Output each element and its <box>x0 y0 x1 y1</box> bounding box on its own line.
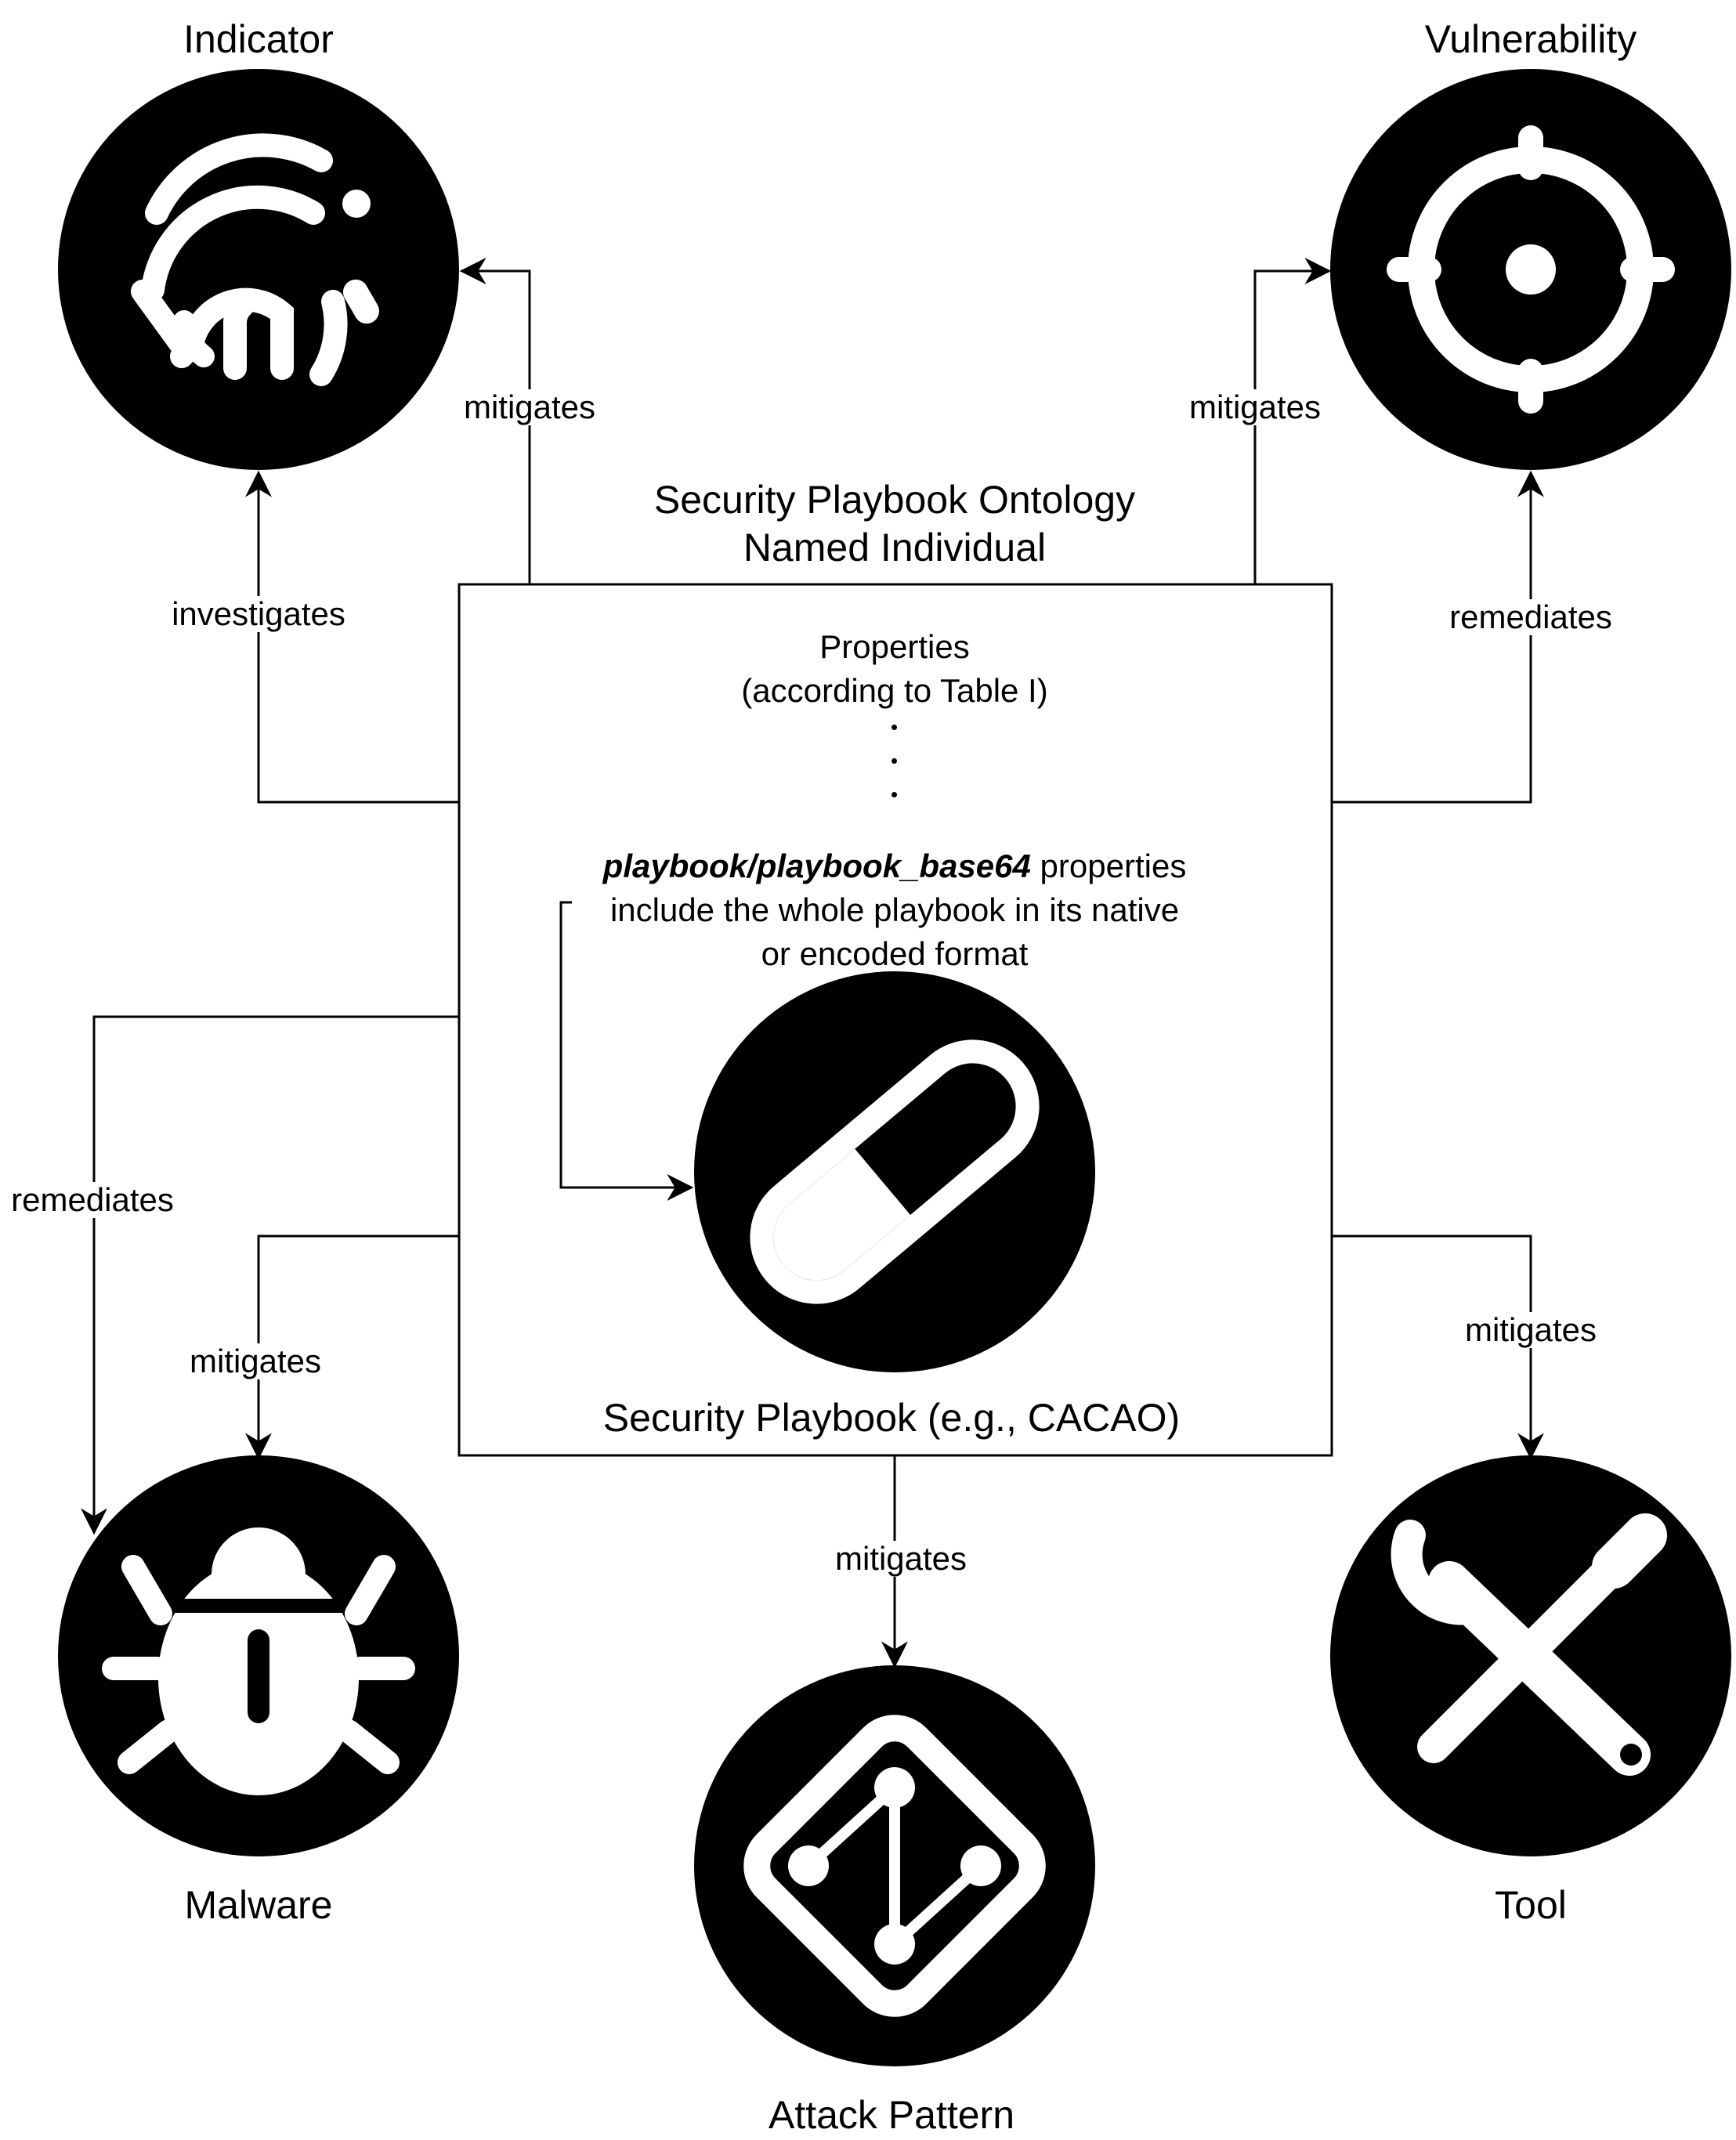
playbook-note: playbook/playbook_base64 properties incl… <box>603 844 1187 976</box>
edge-indicator-mitigates <box>459 258 531 584</box>
edge-self-playbook <box>559 901 694 1201</box>
playbook-note-rest: properties <box>1030 848 1187 884</box>
playbook-label: Security Playbook (e.g., CACAO) <box>602 1396 1181 1440</box>
edge-malware-remediates <box>81 1015 459 1535</box>
capsule-icon <box>750 1039 1040 1304</box>
fingerprint-icon <box>131 133 348 386</box>
edge-vulnerability-remediates <box>1332 470 1544 804</box>
indicator-node <box>58 69 459 470</box>
properties-line2: (according to Table I) <box>741 671 1048 709</box>
attack-pattern-label: Attack Pattern <box>768 2093 1015 2137</box>
bug-icon <box>102 1527 415 1795</box>
malware-node <box>58 1455 459 1856</box>
ontology-title-line1: Security Playbook Ontology <box>653 478 1136 522</box>
ellipsis-dots <box>892 725 898 834</box>
tool-label: Tool <box>1495 1883 1567 1927</box>
edge-tool-mitigates <box>1332 1234 1544 1460</box>
playbook-note-line2: include the whole playbook in its native <box>609 891 1180 928</box>
playbook-property-name: playbook/playbook_base64 <box>602 848 1031 884</box>
edge-label-malware-remediates: remediates <box>6 1182 179 1218</box>
properties-line1: Properties <box>819 628 970 665</box>
edge-label-attack-pattern-mitigates: mitigates <box>830 1541 972 1577</box>
edge-label-malware-mitigates: mitigates <box>184 1343 327 1379</box>
vulnerability-label: Vulnerability <box>1424 17 1637 61</box>
edge-label-indicator-mitigates: mitigates <box>458 389 601 425</box>
indicator-label: Indicator <box>183 17 334 61</box>
properties-text: Properties (according to Table I) <box>741 625 1047 713</box>
wrench-screwdriver-icon <box>1391 1513 1667 1776</box>
edge-indicator-investigates <box>245 470 459 804</box>
edge-vulnerability-mitigates <box>1253 258 1332 584</box>
ontology-title-line2: Named Individual <box>743 526 1047 569</box>
ontology-title: Security Playbook Ontology Named Individ… <box>654 476 1135 572</box>
crosshair-icon <box>1387 125 1675 414</box>
edge-malware-mitigates <box>245 1234 459 1460</box>
vulnerability-node <box>1330 69 1731 470</box>
edge-label-vulnerability-remediates: remediates <box>1445 599 1617 635</box>
attack-path-icon <box>743 1715 1046 2017</box>
edge-label-indicator-investigates: investigates <box>167 596 350 632</box>
playbook-note-line3: or encoded format <box>761 934 1029 972</box>
tool-node <box>1330 1455 1731 1856</box>
edge-label-vulnerability-mitigates: mitigates <box>1184 389 1326 425</box>
malware-label: Malware <box>184 1883 333 1927</box>
playbook-note-line1: playbook/playbook_base64 properties <box>603 844 1187 888</box>
playbook-node <box>694 971 1095 1372</box>
attack-pattern-node <box>694 1665 1095 2066</box>
edge-label-tool-mitigates: mitigates <box>1459 1312 1602 1348</box>
